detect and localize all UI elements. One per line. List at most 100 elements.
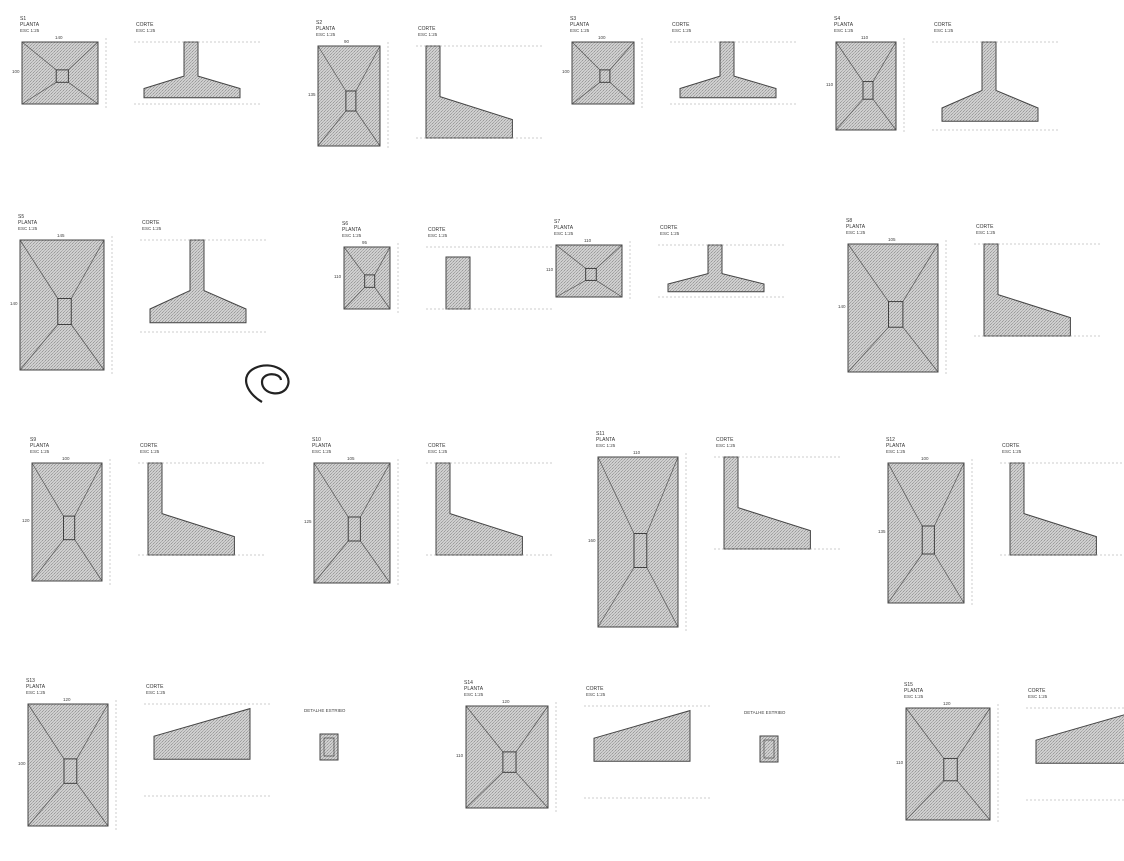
corte-title: CORTE xyxy=(142,220,160,226)
footing-id: S4 xyxy=(834,16,840,22)
plan-width-dim: 105 xyxy=(347,456,355,461)
plan-column xyxy=(63,515,76,541)
corte-title: CORTE xyxy=(418,26,436,32)
plan-depth-dim: 100 xyxy=(18,761,26,766)
footing-id: S9 xyxy=(30,437,36,443)
plan-width-dim: 90 xyxy=(344,39,350,44)
planta-title: PLANTA xyxy=(834,22,854,28)
corte-title: CORTE xyxy=(1028,688,1046,694)
section-footing xyxy=(445,256,471,310)
stirrup-detail xyxy=(319,733,339,761)
section-footing xyxy=(667,244,765,293)
plan-width-dim: 120 xyxy=(943,701,951,706)
footing-id: S14 xyxy=(464,680,473,686)
corte-title: CORTE xyxy=(976,224,994,230)
section-footing xyxy=(1009,462,1097,556)
planta-scale: ESC 1:25 xyxy=(834,28,854,33)
section-footing xyxy=(435,462,523,556)
footing-id: S13 xyxy=(26,678,35,684)
planta-scale: ESC 1:25 xyxy=(904,694,924,699)
plan-width-dim: 95 xyxy=(362,240,368,245)
planta-scale: ESC 1:25 xyxy=(846,230,866,235)
plan-column xyxy=(888,301,904,328)
planta-scale: ESC 1:25 xyxy=(554,231,574,236)
corte-title: CORTE xyxy=(428,227,446,233)
plan-column xyxy=(364,274,376,288)
plan-column xyxy=(585,267,597,281)
corte-title: CORTE xyxy=(146,684,164,690)
planta-title: PLANTA xyxy=(846,224,866,230)
detail-title: DETALHE ESTRIBO xyxy=(304,708,346,713)
plan-depth-dim: 110 xyxy=(896,760,904,765)
corte-scale: ESC 1:25 xyxy=(418,32,438,37)
plan-column xyxy=(921,525,935,555)
plan-footing xyxy=(597,456,679,628)
plan-column xyxy=(345,90,357,112)
corte-title: CORTE xyxy=(136,22,154,28)
section-footing xyxy=(147,462,235,556)
plan-width-dim: 120 xyxy=(502,699,510,704)
corte-title: CORTE xyxy=(428,443,446,449)
planta-title: PLANTA xyxy=(342,227,362,233)
plan-column xyxy=(347,516,361,542)
corte-scale: ESC 1:25 xyxy=(660,231,680,236)
planta-title: PLANTA xyxy=(904,688,924,694)
plan-column xyxy=(63,758,78,784)
footing-id: S7 xyxy=(554,219,560,225)
footing-id: S6 xyxy=(342,221,348,227)
footing-id: S5 xyxy=(18,214,24,220)
corte-scale: ESC 1:25 xyxy=(140,449,160,454)
plan-depth-dim: 140 xyxy=(838,304,846,309)
corte-scale: ESC 1:25 xyxy=(672,28,692,33)
section-footing xyxy=(723,456,811,550)
footing-id: S12 xyxy=(886,437,895,443)
planta-title: PLANTA xyxy=(886,443,906,449)
section-footing xyxy=(143,41,241,99)
plan-depth-dim: 160 xyxy=(588,538,596,543)
section-footing xyxy=(941,41,1039,122)
planta-scale: ESC 1:25 xyxy=(464,692,484,697)
corte-scale: ESC 1:25 xyxy=(136,28,156,33)
section-footing xyxy=(679,41,777,99)
planta-title: PLANTA xyxy=(20,22,40,28)
footing-id: S3 xyxy=(570,16,576,22)
planta-scale: ESC 1:25 xyxy=(312,449,332,454)
footing-id: S1 xyxy=(20,16,26,22)
planta-scale: ESC 1:25 xyxy=(30,449,50,454)
footing-id: S15 xyxy=(904,682,913,688)
plan-width-dim: 100 xyxy=(921,456,929,461)
plan-width-dim: 110 xyxy=(584,238,592,243)
plan-width-dim: 110 xyxy=(861,35,869,40)
corte-scale: ESC 1:25 xyxy=(976,230,996,235)
section-footing xyxy=(149,239,247,324)
plan-width-dim: 100 xyxy=(62,456,70,461)
planta-scale: ESC 1:25 xyxy=(316,32,336,37)
plan-depth-dim: 120 xyxy=(22,518,30,523)
corte-scale: ESC 1:25 xyxy=(716,443,736,448)
section-footing xyxy=(425,45,513,139)
footing-id: S2 xyxy=(316,20,322,26)
corte-scale: ESC 1:25 xyxy=(146,690,166,695)
footing-id: S11 xyxy=(596,431,605,437)
corte-title: CORTE xyxy=(1002,443,1020,449)
planta-scale: ESC 1:25 xyxy=(26,690,46,695)
corte-scale: ESC 1:25 xyxy=(586,692,606,697)
planta-scale: ESC 1:25 xyxy=(570,28,590,33)
plan-width-dim: 145 xyxy=(57,233,65,238)
plan-column xyxy=(633,533,648,568)
corte-title: CORTE xyxy=(586,686,604,692)
corte-scale: ESC 1:25 xyxy=(934,28,954,33)
stirrup-detail xyxy=(759,735,779,763)
detail-title: DETALHE ESTRIBO xyxy=(744,710,786,715)
planta-title: PLANTA xyxy=(554,225,574,231)
